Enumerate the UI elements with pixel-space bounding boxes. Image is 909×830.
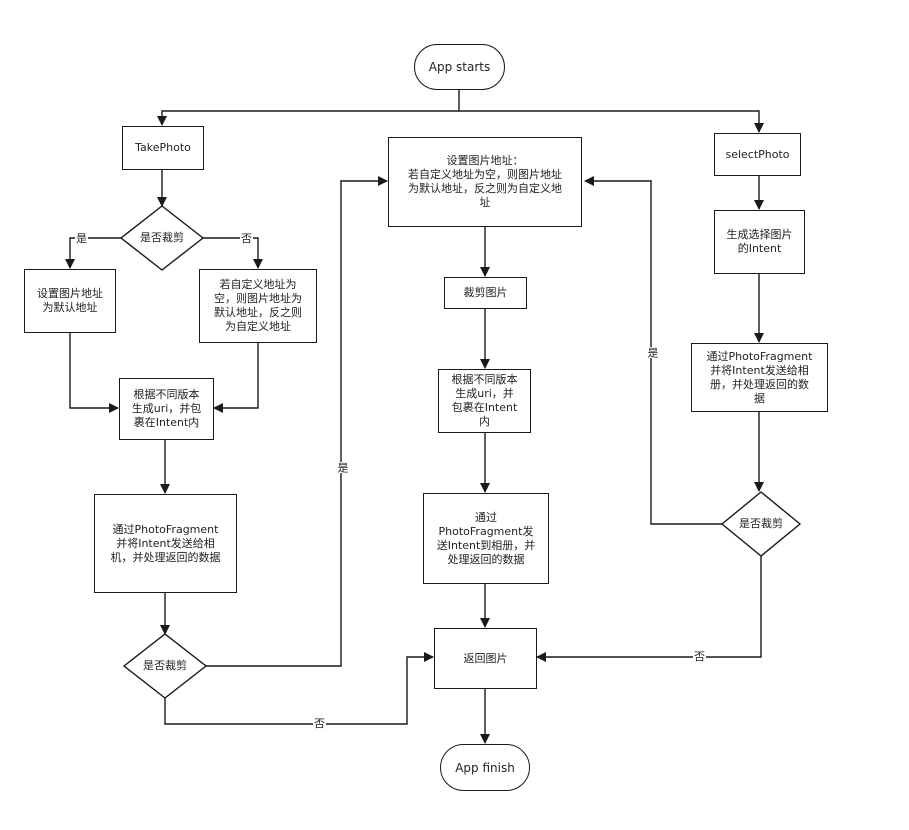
edge-decision-no [203,237,263,269]
edge-custom-to-uri [213,343,259,413]
return-image-node: 返回图片 [434,628,537,689]
takephoto-node: TakePhoto [122,126,204,170]
edge-bottom-decision-no [164,652,434,725]
edge-default-to-uri [69,333,119,413]
edge-right-decision-no [536,556,762,662]
send-album-right-node: 通过PhotoFragment 并将Intent发送给相 册，并处理返回的数 据 [691,343,828,412]
gen-uri-center-node: 根据不同版本 生成uri，并 包裹在Intent 内 [438,369,531,433]
no-right-label: 否 [693,650,706,663]
set-default-path-node: 设置图片地址 为默认地址 [24,269,116,333]
set-path-center-node: 设置图片地址： 若自定义地址为空，则图片地址 为默认地址，反之则为自定义地 址 [388,137,582,227]
edge-decision-yes [65,237,121,269]
crop-image-node: 裁剪图片 [444,277,527,309]
crop-decision-left-shape [119,205,205,271]
crop-decision-left-label: 是否裁剪 [140,231,184,244]
send-album-center-node: 通过 PhotoFragment发 送Intent到相册，并 处理返回的数据 [423,493,549,584]
app-starts-node: App starts [414,44,505,90]
app-finish-node: App finish [440,744,530,791]
custom-path-left-node: 若自定义地址为 空，则图片地址为 默认地址，反之则 为自定义地址 [199,269,317,343]
edge-start-to-selectphoto [459,110,764,133]
yes-right-label: 是 [645,347,659,358]
no-left-label: 否 [240,232,253,245]
edge-start-to-takephoto [157,110,459,126]
yes-bottom-label: 是 [335,462,349,473]
send-camera-node: 通过PhotoFragment 并将Intent发送给相 机，并处理返回的数据 [94,494,237,593]
edge-bottom-decision-yes [206,176,388,667]
selectphoto-node: selectPhoto [714,133,801,176]
gen-uri-left-node: 根据不同版本 生成uri，并包 裹在Intent内 [119,378,214,440]
gen-select-intent-node: 生成选择图片 的Intent [714,210,805,274]
crop-decision-right-label: 是否裁剪 [739,517,783,530]
crop-decision-bottom-label: 是否裁剪 [143,659,187,672]
yes-left-label: 是 [75,232,88,245]
no-bottom-label: 否 [313,717,326,730]
